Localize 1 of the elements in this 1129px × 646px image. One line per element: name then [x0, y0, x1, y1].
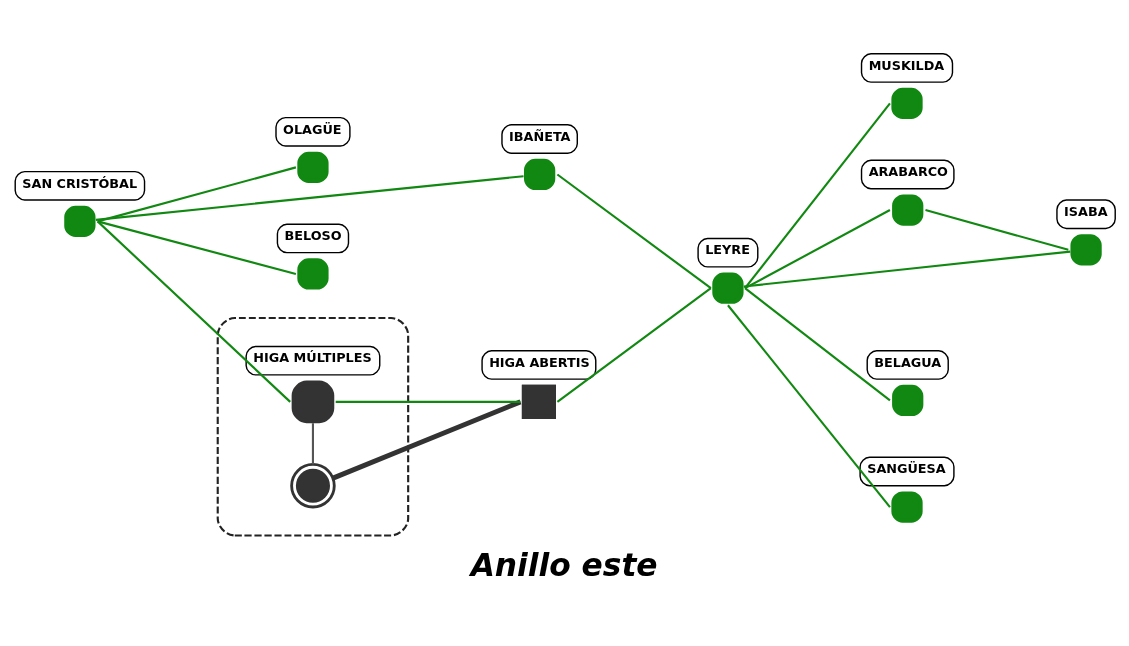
caption: Anillo este [470, 547, 658, 584]
